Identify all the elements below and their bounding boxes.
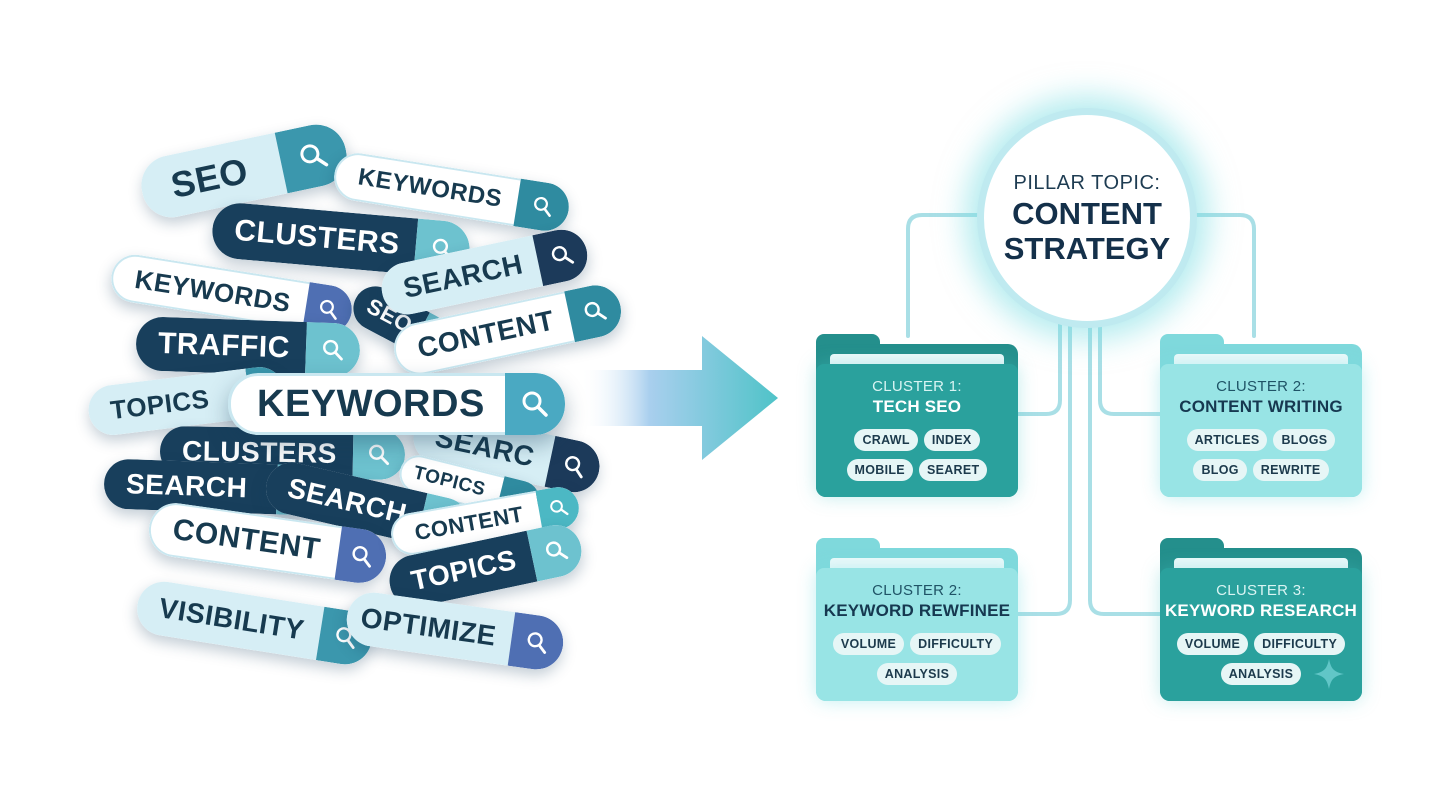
search-pill[interactable]: SEARC <box>408 406 604 498</box>
cluster-chips: ARTICLES BLOGS BLOG REWRITE <box>1160 429 1362 481</box>
cluster-folder: CLUSTER 2: KEYWORD REWFINEE VOLUME DIFFI… <box>816 538 1018 701</box>
keyword-chip: ANALYSIS <box>1220 663 1302 685</box>
search-pill[interactable]: VISIBILITY <box>133 577 376 669</box>
pillar-title: STRATEGY <box>1003 230 1171 266</box>
cluster-label: CLUSTER 3: <box>1216 582 1306 599</box>
magnifier-icon[interactable] <box>504 373 565 435</box>
keyword-chip: DIFFICULTY <box>910 633 1002 655</box>
magnifier-icon[interactable] <box>544 435 604 498</box>
magnifier-icon[interactable] <box>352 429 406 481</box>
keyword-chip: INDEX <box>923 429 980 451</box>
cluster-label: CLUSTER 1: <box>872 378 962 395</box>
cluster-name: CONTENT WRITING <box>1179 397 1343 416</box>
search-pill[interactable]: CONTENT <box>387 483 583 559</box>
cluster-name: KEYWORD REWFINEE <box>823 601 1011 620</box>
search-pill[interactable]: TRAFFIC <box>135 316 361 378</box>
search-pill[interactable]: SEO <box>135 119 352 223</box>
cluster-folder: CLUSTER 1: TECH SEO CRAWL INDEX MOBILE S… <box>816 334 1018 497</box>
keyword-chip: ARTICLES <box>1186 429 1268 451</box>
search-pill[interactable]: CLUSTERS <box>159 425 406 481</box>
cluster-name: TECH SEO <box>872 397 962 416</box>
search-pill[interactable]: KEYWORDS <box>330 149 573 235</box>
pillar-topic-circle: PILLAR TOPIC: CONTENT STRATEGY <box>977 108 1197 328</box>
keyword-chip: DIFFICULTY <box>1254 633 1346 655</box>
magnifier-icon[interactable] <box>315 606 376 669</box>
sparkle-icon <box>1314 659 1344 689</box>
cluster-chips: VOLUME DIFFICULTY ANALYSIS <box>816 633 1018 685</box>
magnifier-icon[interactable] <box>334 526 390 587</box>
search-pill[interactable]: TOPICS <box>384 520 587 612</box>
cluster-folder: CLUSTER 2: CONTENT WRITING ARTICLES BLOG… <box>1160 334 1362 497</box>
keyword-chip: CRAWL <box>854 429 918 451</box>
magnifier-icon[interactable] <box>507 612 567 673</box>
magnifier-icon[interactable] <box>532 224 593 287</box>
keyword-chip: MOBILE <box>846 459 913 481</box>
cluster-chips: VOLUME DIFFICULTY ANALYSIS <box>1160 633 1362 685</box>
pillar-label: PILLAR TOPIC: <box>1013 171 1161 194</box>
magnifier-icon[interactable] <box>304 322 361 378</box>
search-pill[interactable]: OPTIMIZE <box>343 589 567 673</box>
cluster-label: CLUSTER 2: <box>872 582 962 599</box>
cluster-name: KEYWORD RESEARCH <box>1164 601 1358 620</box>
search-pill-hero[interactable]: KEYWORDS <box>228 373 565 435</box>
keyword-chip: ANALYSIS <box>876 663 958 685</box>
magnifier-icon[interactable] <box>526 520 587 582</box>
keyword-chip: VOLUME <box>832 633 905 655</box>
search-pill[interactable]: KEYWORDS <box>107 251 356 337</box>
magnifier-icon[interactable] <box>302 282 356 337</box>
keyword-chip: BLOGS <box>1273 429 1336 451</box>
search-pill[interactable]: CONTENT <box>145 499 390 587</box>
cluster-folder: CLUSTER 3: KEYWORD RESEARCH VOLUME DIFFI… <box>1160 538 1362 701</box>
cluster-label: CLUSTER 2: <box>1216 378 1306 395</box>
magnifier-icon[interactable] <box>535 483 583 533</box>
keyword-chip: BLOG <box>1193 459 1247 481</box>
magnifier-icon[interactable] <box>564 280 626 343</box>
search-pill[interactable]: CONTENT <box>389 280 626 380</box>
keyword-chip: VOLUME <box>1176 633 1249 655</box>
cluster-chips: CRAWL INDEX MOBILE SEARET <box>816 429 1018 481</box>
search-pill[interactable]: SEARCH <box>376 224 593 320</box>
keyword-chip: REWRITE <box>1252 459 1329 481</box>
pillar-title: CONTENT <box>1012 195 1162 231</box>
search-pill-text: KEYWORDS <box>228 373 505 435</box>
magnifier-icon[interactable] <box>513 178 573 235</box>
magnifier-icon[interactable] <box>274 119 352 194</box>
right-arrow-icon <box>580 336 778 460</box>
keyword-chip: SEARET <box>918 459 988 481</box>
